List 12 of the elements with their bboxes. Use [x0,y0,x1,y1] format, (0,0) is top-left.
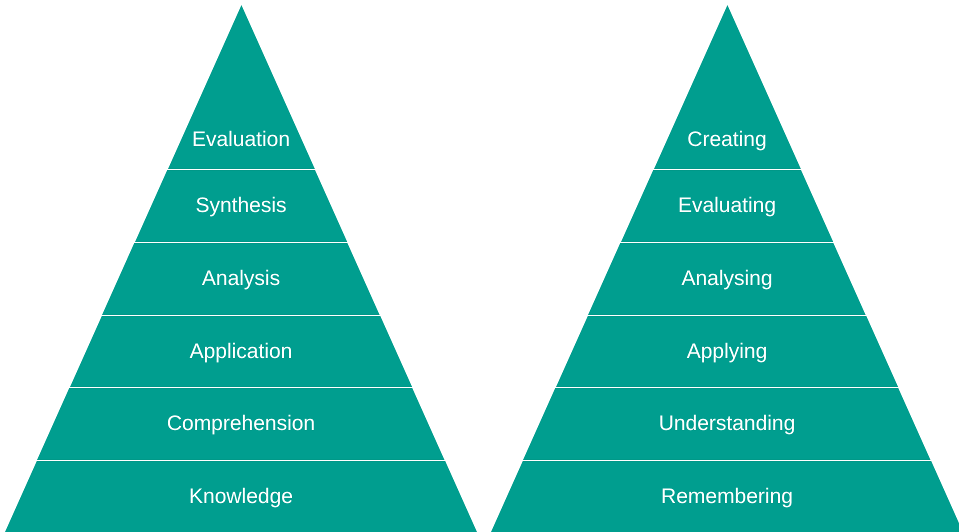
level-label: Analysis [202,266,280,292]
level-label: Knowledge [189,484,293,510]
level-label: Applying [686,338,768,364]
level-label: Comprehension [166,411,316,437]
level-label: Application [190,338,292,364]
level-label: Synthesis [195,193,287,219]
level-label: Evaluating [678,193,776,219]
level-label: Understanding [658,411,796,437]
level-label: Creating [687,127,767,153]
level-label: Remembering [661,484,793,510]
level-label: Evaluation [192,127,290,153]
level-label: Analysing [681,266,773,292]
